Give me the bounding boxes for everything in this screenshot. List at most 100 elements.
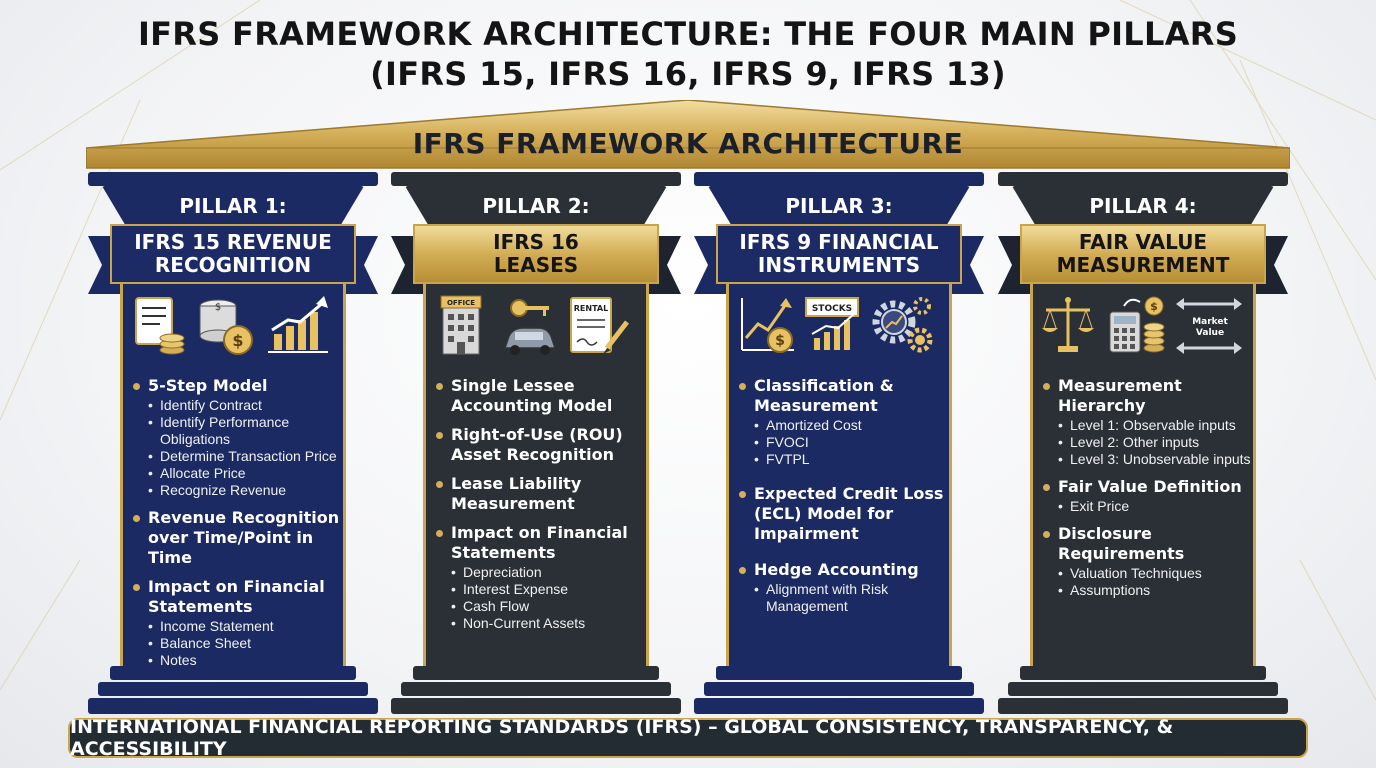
list-item: Revenue Recognition over Time/Point in T… xyxy=(132,508,346,568)
sub-item: Identify Contract xyxy=(148,397,346,414)
list-item: Right-of-Use (ROU) Asset Recognition xyxy=(435,425,649,465)
capital xyxy=(405,186,667,230)
sub-item: Level 3: Unobservable inputs xyxy=(1058,451,1256,468)
item-label: Impact on Financial Statements xyxy=(132,577,346,617)
base-step xyxy=(98,682,368,696)
list-item: Expected Credit Loss (ECL) Model for Imp… xyxy=(738,484,952,544)
svg-text:$: $ xyxy=(1150,300,1158,313)
stocks-label: STOCKS xyxy=(812,304,852,314)
gears-icon xyxy=(872,297,933,353)
sub-item: FVTPL xyxy=(754,451,952,468)
sub-item: Balance Sheet xyxy=(148,635,346,652)
page-title: IFRS FRAMEWORK ARCHITECTURE: THE FOUR MA… xyxy=(0,14,1376,94)
stocks-board-icon: STOCKS xyxy=(805,297,859,350)
pillar-title: IFRS 9 FINANCIAL INSTRUMENTS xyxy=(716,224,962,284)
list-item: Fair Value Definition Exit Price xyxy=(1042,477,1256,515)
pillar-icons: $ STOCKS xyxy=(741,297,933,353)
item-label: 5-Step Model xyxy=(132,376,346,396)
investment-chart-icon: $ xyxy=(741,298,794,353)
bar-chart-growth-icon xyxy=(268,296,328,353)
capital-slab xyxy=(391,172,681,186)
sub-item: Identify Performance Obligations xyxy=(148,414,346,448)
capital xyxy=(102,186,364,230)
list-item: Hedge Accounting Alignment with Risk Man… xyxy=(738,560,952,615)
base-step xyxy=(401,682,671,696)
item-label: Classification & Measurement xyxy=(738,376,952,416)
sub-item: Alignment with Risk Management xyxy=(754,581,952,615)
base-step xyxy=(88,698,378,714)
market-label: Market xyxy=(1192,317,1228,327)
capital xyxy=(708,186,970,230)
svg-text:$: $ xyxy=(232,331,243,350)
capital-slab xyxy=(998,172,1288,186)
sub-item: Determine Transaction Price xyxy=(148,448,346,465)
sub-item: Assumptions xyxy=(1058,582,1256,599)
base-step xyxy=(998,698,1288,714)
title-line-2: (IFRS 15, IFRS 16, IFRS 9, IFRS 13) xyxy=(370,55,1006,93)
sub-item: Non-Current Assets xyxy=(451,615,649,632)
sub-item: Depreciation xyxy=(451,564,649,581)
capital-slab xyxy=(88,172,378,186)
coins-stack-icon: $ $ xyxy=(199,299,253,355)
pillar-content: 5-Step Model Identify Contract Identify … xyxy=(132,376,346,678)
sub-item: Allocate Price xyxy=(148,465,346,482)
title-line-1: IFRS FRAMEWORK ARCHITECTURE: THE FOUR MA… xyxy=(137,15,1239,53)
office-building-icon: OFFICE xyxy=(440,295,482,355)
contract-document-icon xyxy=(135,297,185,355)
sub-item: Interest Expense xyxy=(451,581,649,598)
pillar-title: FAIR VALUE MEASUREMENT xyxy=(1020,224,1266,284)
balance-scale-icon xyxy=(1042,297,1094,352)
list-item: Lease Liability Measurement xyxy=(435,474,649,514)
base-step xyxy=(413,666,659,680)
pillar-icons: $ $ xyxy=(135,296,328,355)
base-step xyxy=(1020,666,1266,680)
list-item: 5-Step Model Identify Contract Identify … xyxy=(132,376,346,499)
rental-label: RENTAL xyxy=(574,304,608,313)
list-item: Impact on Financial Statements Depreciat… xyxy=(435,523,649,632)
pillar-4: PILLAR 4: FAIR VALUE MEASUREMENT $ xyxy=(998,172,1288,716)
item-label: Lease Liability Measurement xyxy=(435,474,649,514)
pillar-title: IFRS 16 LEASES xyxy=(413,224,659,284)
roof-pediment xyxy=(86,100,1290,169)
list-item: Measurement Hierarchy Level 1: Observabl… xyxy=(1042,376,1256,468)
sub-item: Amortized Cost xyxy=(754,417,952,434)
pillar-1: PILLAR 1: IFRS 15 REVENUE RECOGNITION $ … xyxy=(88,172,378,716)
sub-item: Notes xyxy=(148,652,346,669)
pillar-3: PILLAR 3: IFRS 9 FINANCIAL INSTRUMENTS $… xyxy=(694,172,984,716)
rental-agreement-icon: RENTAL xyxy=(570,297,629,354)
keys-and-car-icon xyxy=(503,299,557,355)
base-step xyxy=(704,682,974,696)
value-label: Value xyxy=(1196,328,1224,338)
list-item: Classification & Measurement Amortized C… xyxy=(738,376,952,468)
item-label: Disclosure Requirements xyxy=(1042,524,1256,564)
list-item: Single Lessee Accounting Model xyxy=(435,376,649,416)
capital-slab xyxy=(694,172,984,186)
item-label: Expected Credit Loss (ECL) Model for Imp… xyxy=(738,484,952,544)
pillar-number: PILLAR 2: xyxy=(482,194,590,218)
footer-banner: INTERNATIONAL FINANCIAL REPORTING STANDA… xyxy=(68,716,1308,760)
sub-item: FVOCI xyxy=(754,434,952,451)
sub-item: Valuation Techniques xyxy=(1058,565,1256,582)
sub-item: Level 1: Observable inputs xyxy=(1058,417,1256,434)
office-sign: OFFICE xyxy=(447,299,475,307)
pillar-icons: OFFICE RENTAL xyxy=(440,295,629,355)
capital xyxy=(1012,186,1274,230)
sub-item: Exit Price xyxy=(1058,498,1256,515)
svg-text:$: $ xyxy=(775,333,785,349)
sub-item: Level 2: Other inputs xyxy=(1058,434,1256,451)
sub-item: Income Statement xyxy=(148,618,346,635)
base-step xyxy=(694,698,984,714)
item-label: Single Lessee Accounting Model xyxy=(435,376,649,416)
base-step xyxy=(391,698,681,714)
roof-label: IFRS FRAMEWORK ARCHITECTURE xyxy=(412,127,964,160)
pillar-number: PILLAR 4: xyxy=(1089,194,1197,218)
sub-item: Cash Flow xyxy=(451,598,649,615)
item-label: Right-of-Use (ROU) Asset Recognition xyxy=(435,425,649,465)
pillar-number: PILLAR 1: xyxy=(179,194,287,218)
list-item: Impact on Financial Statements Income St… xyxy=(132,577,346,669)
pillar-title: IFRS 15 REVENUE RECOGNITION xyxy=(110,224,356,284)
base-step xyxy=(716,666,962,680)
base-step xyxy=(110,666,356,680)
market-value-arrows-icon: Market Value xyxy=(1176,298,1242,354)
